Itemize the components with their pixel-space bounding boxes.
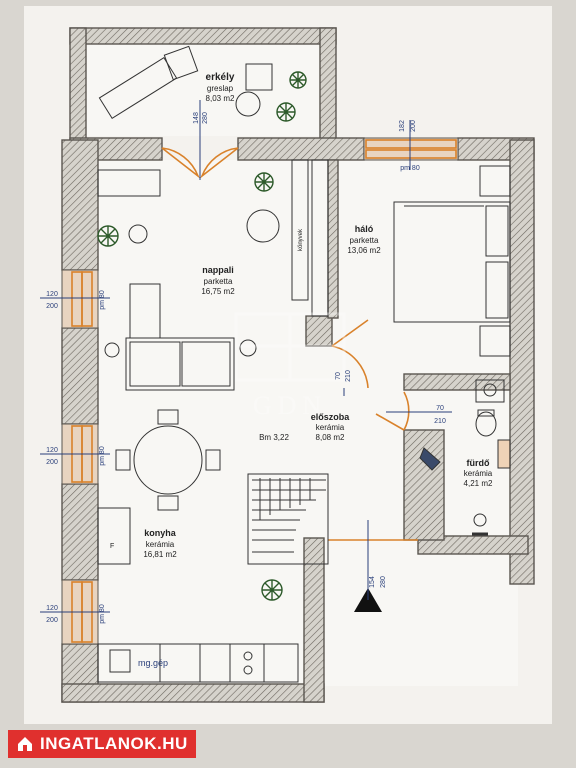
room-area-furdo: 4,21 m2 — [464, 479, 493, 488]
dim-bedwin-w: 182 — [399, 120, 406, 132]
dimension-labels: 148 280 182 200 pm 80 120 200 pm 80 120 … — [46, 112, 446, 624]
interior-doors — [328, 319, 418, 541]
dim-win1-h: 200 — [46, 303, 58, 310]
living-furniture — [97, 159, 309, 391]
room-name-halo: háló — [355, 224, 374, 234]
window-sashes — [71, 139, 457, 643]
dim-win3-pm: pm 80 — [99, 604, 106, 624]
site-badge-text: INGATLANOK.HU — [40, 734, 188, 753]
washer-label: mg.gép — [138, 658, 168, 668]
plant-icon — [289, 71, 307, 89]
house-icon — [18, 737, 32, 751]
dim-bedwin-pm: pm 80 — [400, 165, 420, 172]
balcony-furniture — [98, 45, 273, 120]
floor-area — [84, 44, 518, 686]
dim-entry-w: 154 — [369, 576, 376, 588]
dim-win3-h: 200 — [46, 617, 58, 624]
watermark: GDN — [234, 312, 346, 420]
room-name-nappali: nappali — [202, 265, 234, 275]
room-labels: erkély greslap 8,03 m2 nappali parketta … — [110, 72, 493, 668]
staircase — [247, 473, 329, 565]
bedroom-furniture — [311, 159, 511, 357]
dim-win1-w: 120 — [46, 291, 58, 298]
room-floor-konyha: kerámia — [146, 540, 175, 549]
dim-win2-h: 200 — [46, 459, 58, 466]
room-area-eloszoba: 8,08 m2 — [316, 433, 345, 442]
dim-bedwin-h: 200 — [410, 120, 417, 132]
room-floor-furdo: kerámia — [464, 469, 493, 478]
plant-icon — [276, 102, 296, 122]
room-name-furdo: fürdő — [467, 458, 490, 468]
plants — [97, 71, 307, 601]
window-dim-lines — [40, 120, 452, 613]
dim-win3-w: 120 — [46, 605, 58, 612]
room-area-erkely: 8,03 m2 — [206, 94, 235, 103]
dim-door-halo-h: 210 — [345, 370, 352, 382]
watermark-text: GDN — [253, 391, 327, 420]
room-floor-erkely: greslap — [207, 84, 234, 93]
fridge-label: F — [110, 543, 114, 550]
dim-door-bath-h: 210 — [434, 418, 446, 425]
kitchen-furniture — [97, 507, 299, 683]
dim-win2-w: 120 — [46, 447, 58, 454]
site-badge[interactable]: INGATLANOK.HU — [8, 730, 196, 758]
room-area-halo: 13,06 m2 — [347, 246, 381, 255]
dim-entry-h: 280 — [380, 576, 387, 588]
room-name-eloszoba: előszoba — [311, 412, 351, 422]
dim-balcony-w: 148 — [193, 112, 200, 124]
dim-win1-pm: pm 80 — [99, 290, 106, 310]
dim-door-halo-w: 70 — [335, 372, 342, 380]
room-floor-eloszoba: kerámia — [316, 423, 345, 432]
room-floor-halo: parketta — [350, 236, 379, 245]
balcony-door — [161, 147, 239, 179]
plant-icon — [261, 579, 283, 601]
dining-furniture — [115, 409, 221, 511]
dim-win2-pm: pm 80 — [99, 446, 106, 466]
room-name-erkely: erkély — [206, 72, 235, 83]
plant-icon — [254, 172, 274, 192]
plant-icon — [97, 225, 119, 247]
bookshelf-label: könyvek — [298, 228, 304, 251]
room-floor-nappali: parketta — [204, 277, 233, 286]
room-name-konyha: konyha — [144, 528, 177, 538]
dim-balcony-h: 280 — [202, 112, 209, 124]
bathroom-fixtures — [419, 379, 511, 536]
bm-label: Bm 3,22 — [259, 433, 289, 442]
room-area-nappali: 16,75 m2 — [201, 287, 235, 296]
dim-door-bath-w: 70 — [436, 405, 444, 412]
room-area-konyha: 16,81 m2 — [143, 550, 177, 559]
